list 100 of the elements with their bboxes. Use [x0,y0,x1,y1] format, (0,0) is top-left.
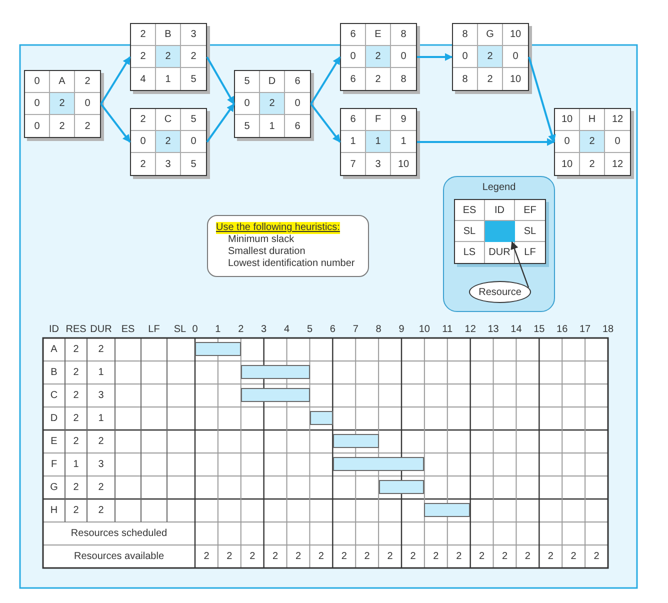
legend-title: Legend [482,183,516,193]
table-value: 2 [272,552,278,562]
column-header: RES [66,325,86,335]
activity-value: 2 [84,120,92,134]
gantt-bar [195,342,241,356]
table-value: 2 [73,436,79,446]
table-value: 2 [410,552,416,562]
activity-id: D [50,414,58,424]
activity-value: 2 [181,46,206,68]
activity-value: 8 [400,72,408,86]
table-value: 2 [594,552,600,562]
arrow [206,56,235,105]
gantt-bar [378,480,424,494]
activity-value: 8 [453,68,478,90]
activity-value: 7 [341,153,366,175]
note-box [207,215,369,277]
activity-node [340,23,417,91]
activity-value: 0 [503,46,528,68]
time-tick: 11 [442,325,453,335]
activity-value: 3 [181,24,206,46]
time-tick: 7 [352,325,358,335]
table-value: 3 [98,460,104,470]
column-header: ES [121,325,135,335]
table-value: 2 [98,344,104,354]
leader-arrow [510,241,530,288]
activity-value: 8 [391,24,416,46]
activity-value: 5 [181,109,206,131]
resource-value: 2 [478,46,503,68]
activity-id: A [50,344,58,354]
table-value: 2 [73,390,79,400]
time-tick: 9 [398,325,404,335]
activity-node [130,108,207,176]
arrow [528,56,556,143]
table-value: 2 [73,482,79,492]
time-tick: 18 [602,325,614,335]
activity-value: 0 [285,93,310,115]
table-value: 2 [98,506,104,516]
table-value: 2 [364,552,370,562]
activity-value: 9 [391,109,416,131]
activity-node [340,108,417,176]
activity-value: 12 [610,158,624,172]
time-tick: 14 [510,325,522,335]
activity-value: 3 [156,153,181,175]
activity-id: H [50,506,58,516]
activity-node [452,23,529,91]
gantt-bar [332,434,379,448]
time-tick: 2 [238,325,244,335]
activity-value: 1 [156,68,181,90]
column-header: LF [148,325,160,335]
legend-panel [443,176,555,312]
table-value: 2 [204,552,210,562]
arrow [310,56,341,105]
activity-value: 10 [503,24,528,46]
table-value: 3 [98,390,104,400]
time-tick: 15 [534,325,545,335]
activity-value: 12 [605,109,630,131]
activity-value: 0 [181,131,206,153]
resource-value: 1 [366,131,391,153]
activity-value: 5 [235,71,260,93]
legend-term: LF [523,246,537,260]
column-header: SL [174,325,186,335]
table-value: 2 [318,552,324,562]
time-tick: 12 [464,325,476,335]
time-tick: 8 [376,325,382,335]
time-tick: 0 [192,325,198,335]
activity-value: 2 [50,115,75,137]
table-value: 2 [341,552,347,562]
table-value: 2 [226,552,232,562]
activity-value: 5 [190,72,198,86]
table-value: 1 [98,414,104,424]
activity-id: E [50,436,58,446]
table-value: 2 [98,482,104,492]
activity-value: 6 [341,109,366,131]
note-item: Lowest identification number [228,258,355,270]
table-value: 1 [73,460,79,470]
time-tick: 16 [556,325,568,335]
resource-ellipse: Resource [469,281,531,303]
activity-value: 6 [341,24,366,46]
activity-id: B [50,368,58,378]
legend-term: ES [455,200,485,221]
resource-value: 2 [260,93,285,115]
table-value: 2 [387,552,393,562]
legend-term: ID [485,200,515,221]
note-item: Minimum slack [228,234,294,246]
row-label: Resources scheduled [70,528,168,538]
arrow [417,53,453,61]
time-tick: 3 [261,325,267,335]
table-value: 2 [433,552,439,562]
time-tick: 6 [330,325,336,335]
table-value: 2 [98,436,104,446]
activity-value: 8 [453,24,478,46]
activity-value: 10 [396,158,410,172]
arrow [100,103,131,143]
table-value: 2 [73,344,79,354]
table-value: 2 [295,552,302,562]
legend-cell [485,221,515,242]
legend-grid [454,199,546,264]
legend-term: SL [455,221,485,242]
time-tick: 5 [306,325,312,335]
activity-value: 2 [75,71,100,93]
